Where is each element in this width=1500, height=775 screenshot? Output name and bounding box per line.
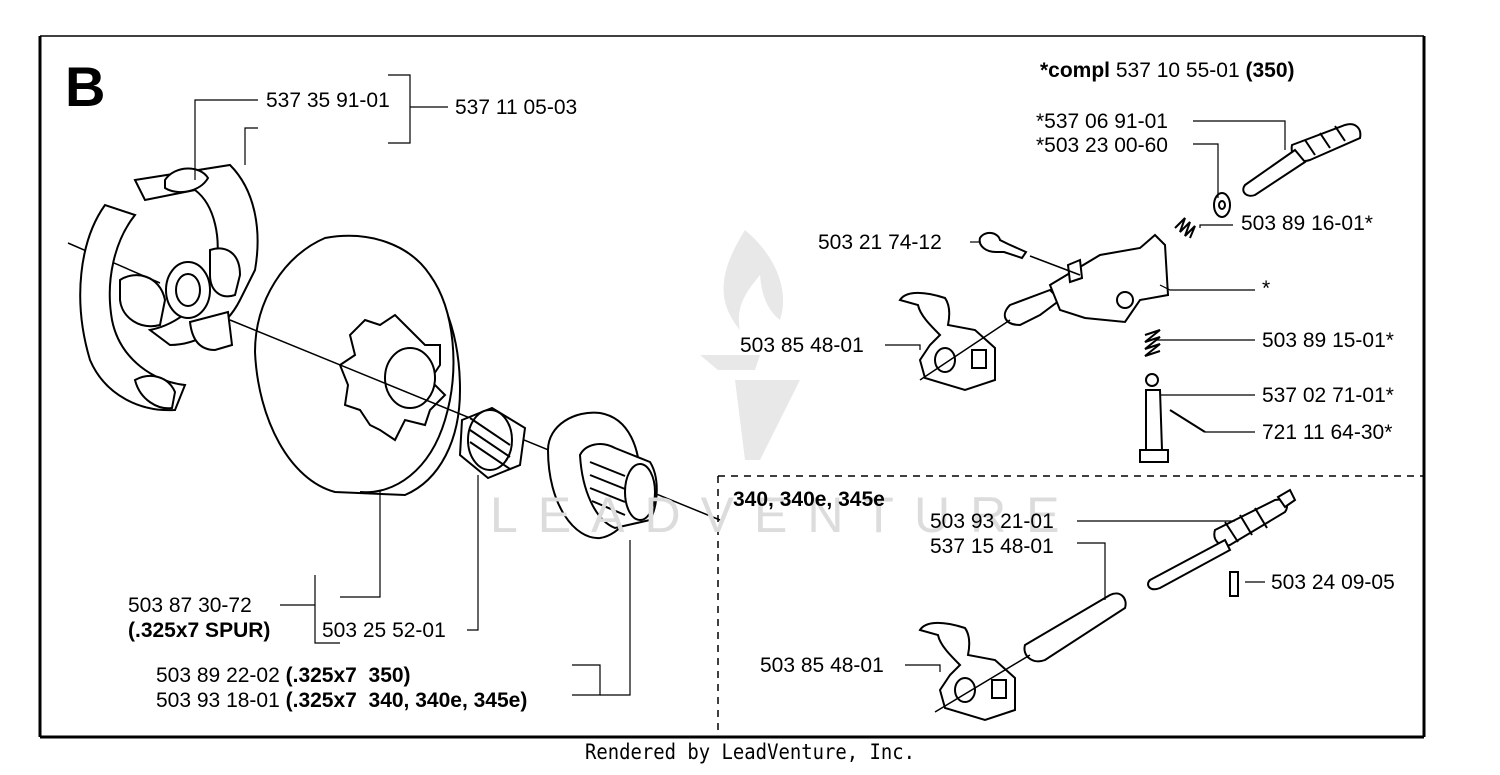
label-bottom-lever-part: 503 85 48-01 xyxy=(760,654,884,677)
right-top-leader-lines xyxy=(885,120,1286,433)
label-rim-340: 503 93 18-01 (.325x7 340, 340e, 345e) xyxy=(156,689,527,713)
right-bottom-leader-lines xyxy=(905,520,1265,672)
compl-label: *compl xyxy=(1040,59,1111,82)
label-bearing-part: 503 25 52-01 xyxy=(322,619,446,642)
label-bottom-pin-part: 503 24 09-05 xyxy=(1271,571,1395,594)
section-letter: B xyxy=(65,55,106,118)
rim-350-desc: (.325x7 350) xyxy=(285,664,411,687)
label-screw-part: 503 21 74-12 xyxy=(818,231,942,254)
label-lever-part: 503 85 48-01 xyxy=(740,334,864,357)
diagram-frame xyxy=(38,35,1426,739)
label-rim-350: 503 89 22-02 (.325x7 350) xyxy=(156,664,411,688)
label-pin-part: 537 02 71-01* xyxy=(1262,384,1394,407)
footer-credit: Rendered by LeadVenture, Inc. xyxy=(585,740,915,764)
label-drum-spur: (.325x7 SPUR) xyxy=(128,619,271,642)
label-spring-part: 503 89 16-01* xyxy=(1241,212,1373,235)
rim-340-part: 503 93 18-01 xyxy=(156,689,280,712)
label-rollpin-part: 721 11 64-30* xyxy=(1262,421,1393,444)
compl-model: (350) xyxy=(1245,59,1295,82)
compl-part: 537 10 55-01 xyxy=(1115,59,1240,82)
label-washer-part: *503 23 00-60 xyxy=(1036,134,1168,157)
label-shaft-part: *537 06 91-01 xyxy=(1036,110,1168,133)
label-arm-mark: * xyxy=(1262,277,1271,300)
needle-bearing-drawing xyxy=(458,406,527,480)
clutch-drum-drawing xyxy=(229,234,721,521)
watermark-text: LEADVENTURE xyxy=(490,487,1080,543)
label-spring2-part: 503 89 15-01* xyxy=(1262,329,1394,352)
rim-340-desc: (.325x7 340, 340e, 345e) xyxy=(285,689,528,712)
clutch-shoe-drawing xyxy=(67,163,259,412)
rim-350-part: 503 89 22-02 xyxy=(156,664,280,687)
rim-sprocket-drawing xyxy=(546,411,658,540)
bottom-pump-drawing xyxy=(918,488,1297,722)
label-sleeve-part: 537 15 48-01 xyxy=(930,535,1054,558)
label-bottom-shaft-part: 503 93 21-01 xyxy=(930,510,1054,533)
label-shoe-part: 537 35 91-01 xyxy=(266,89,390,112)
label-drum-part: 503 87 30-72 xyxy=(128,594,252,617)
label-clutch-assembly: 537 11 05-03 xyxy=(455,96,578,119)
label-compl: *compl 537 10 55-01 (350) xyxy=(1040,59,1295,83)
watermark-logo xyxy=(700,230,800,460)
label-models: 340, 340e, 345e xyxy=(733,488,885,511)
oil-pump-drawing xyxy=(898,123,1362,463)
left-leader-lines xyxy=(194,74,631,696)
